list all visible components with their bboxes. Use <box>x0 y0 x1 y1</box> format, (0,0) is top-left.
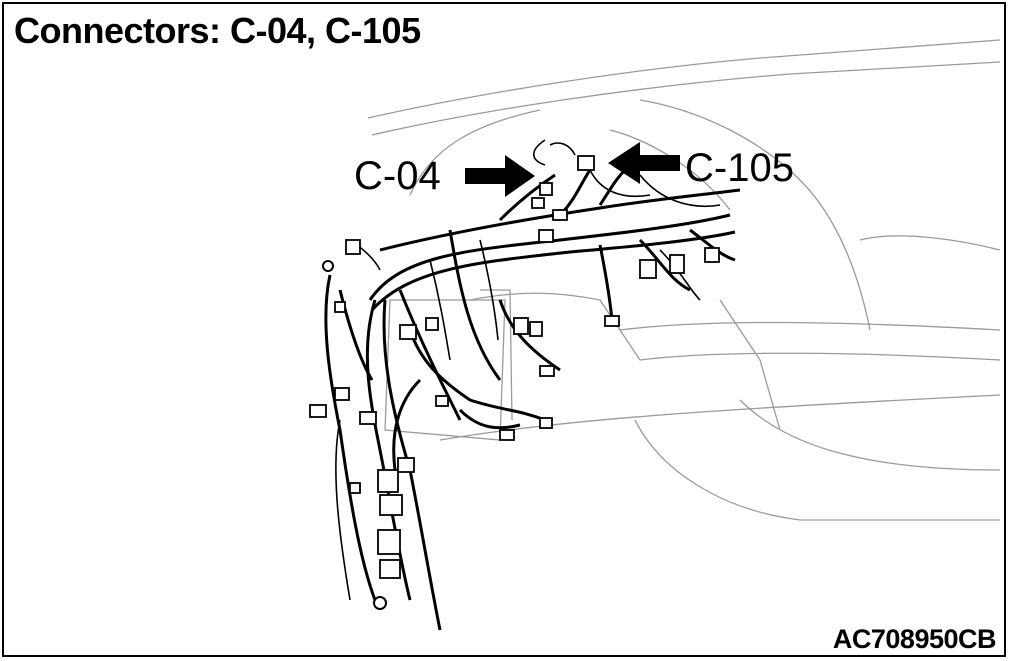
callout-c-04: C-04 <box>354 154 441 198</box>
thin-wires <box>335 139 721 601</box>
dashboard-outline <box>367 39 1001 521</box>
diagram-title: Connectors: C-04, C-105 <box>14 10 421 51</box>
callout-c-105: C-105 <box>685 146 794 190</box>
connectors <box>309 155 720 579</box>
ground-terminals <box>322 260 387 610</box>
figure-code: AC708950CB <box>832 624 997 654</box>
arrow-right-icon <box>465 155 535 197</box>
arrow-left-icon <box>608 142 680 184</box>
